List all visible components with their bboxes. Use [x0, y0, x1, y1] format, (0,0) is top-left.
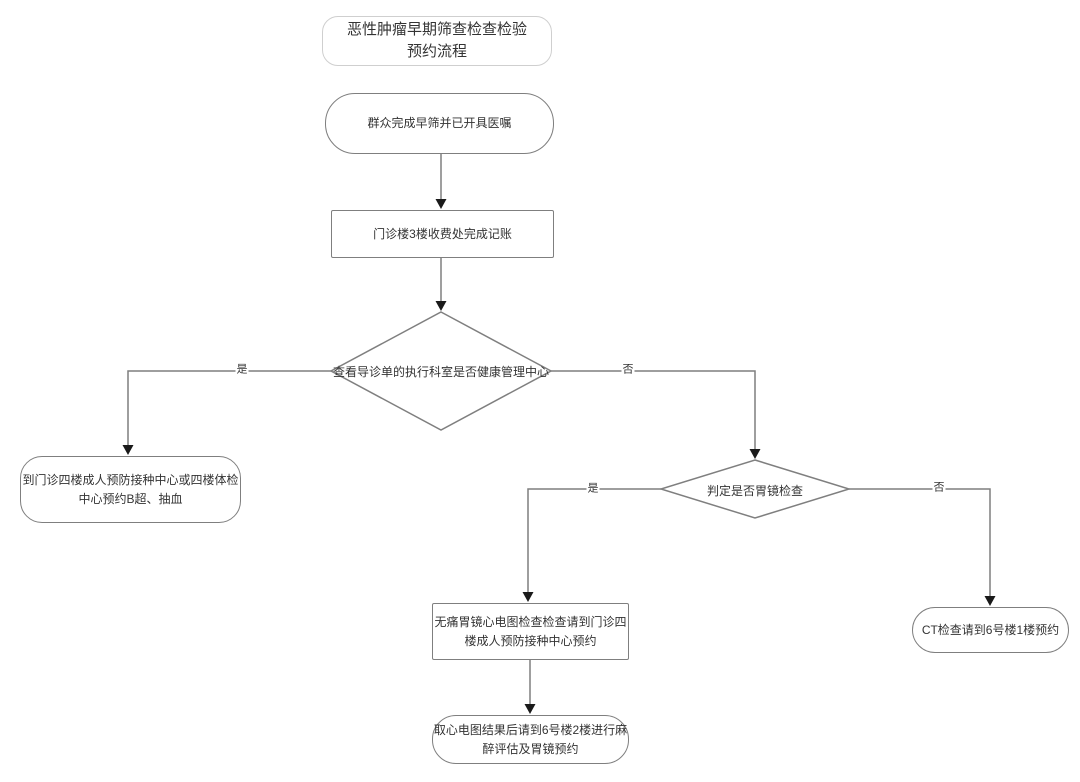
decision1-diamond-shape	[329, 311, 553, 431]
node-ct: CT检查请到6号楼1楼预约	[912, 607, 1069, 653]
edge-decision1-yes-line	[127, 370, 331, 446]
edge-decision2-no-line	[849, 488, 991, 597]
node-ct-label: CT检查请到6号楼1楼预约	[921, 622, 1060, 637]
node-start-label: 群众完成早筛并已开具医嘱	[367, 116, 512, 131]
decision2-diamond-shape	[658, 459, 852, 519]
arrowhead-into-ecg-result	[524, 704, 536, 714]
node-billing: 门诊楼3楼收费处完成记账	[331, 210, 554, 258]
node-gastroscopy: 无痛胃镜心电图检查检查请到门诊四 楼成人预防接种中心预约	[432, 603, 629, 660]
node-gastroscopy-label: 无痛胃镜心电图检查检查请到门诊四 楼成人预防接种中心预约	[434, 614, 627, 648]
arrowhead-into-gastroscopy	[522, 592, 534, 602]
edge-decision1-no-line	[551, 370, 756, 449]
node-left-result-label: 到门诊四楼成人预防接种中心或四楼体检 中心预约B超、抽血	[22, 472, 239, 506]
edge-label-decision2-no: 否	[932, 481, 946, 495]
arrowhead-into-ct	[984, 596, 996, 606]
node-start: 群众完成早筛并已开具医嘱	[325, 93, 554, 154]
edge-decision2-yes-line	[527, 488, 661, 593]
edge-label-decision1-yes: 是	[235, 363, 249, 377]
node-ecg-result-label: 取心电图结果后请到6号楼2楼进行麻 醉评估及胃镜预约	[433, 722, 628, 756]
arrowhead-into-billing	[435, 199, 447, 209]
edge-label-decision2-yes: 是	[586, 482, 600, 496]
flowchart-title: 恶性肿瘤早期筛查检查检验 预约流程	[322, 16, 552, 66]
edge-label-decision1-no: 否	[621, 363, 635, 377]
flowchart-title-text: 恶性肿瘤早期筛查检查检验 预约流程	[346, 21, 527, 60]
arrowhead-into-decision2	[749, 449, 761, 459]
arrowhead-into-decision1	[435, 301, 447, 311]
node-left-result: 到门诊四楼成人预防接种中心或四楼体检 中心预约B超、抽血	[20, 456, 241, 523]
node-billing-label: 门诊楼3楼收费处完成记账	[373, 226, 512, 241]
arrowhead-into-left-result	[122, 445, 134, 455]
node-ecg-result: 取心电图结果后请到6号楼2楼进行麻 醉评估及胃镜预约	[432, 715, 629, 764]
